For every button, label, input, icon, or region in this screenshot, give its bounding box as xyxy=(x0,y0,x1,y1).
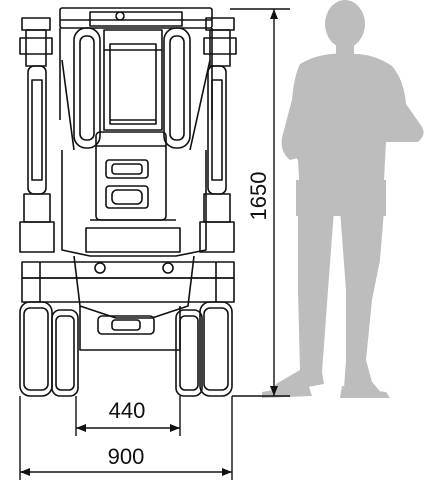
overall-width-dimension xyxy=(19,396,233,480)
track-gap-dimension-label: 440 xyxy=(109,398,146,423)
human-silhouette-icon xyxy=(262,0,424,398)
tracked-lift-drawing xyxy=(19,7,237,397)
height-dimension xyxy=(230,8,290,397)
height-dimension-label: 1650 xyxy=(246,172,271,221)
overall-width-dimension-label: 900 xyxy=(108,444,145,469)
track-gap-dimension xyxy=(75,396,181,436)
